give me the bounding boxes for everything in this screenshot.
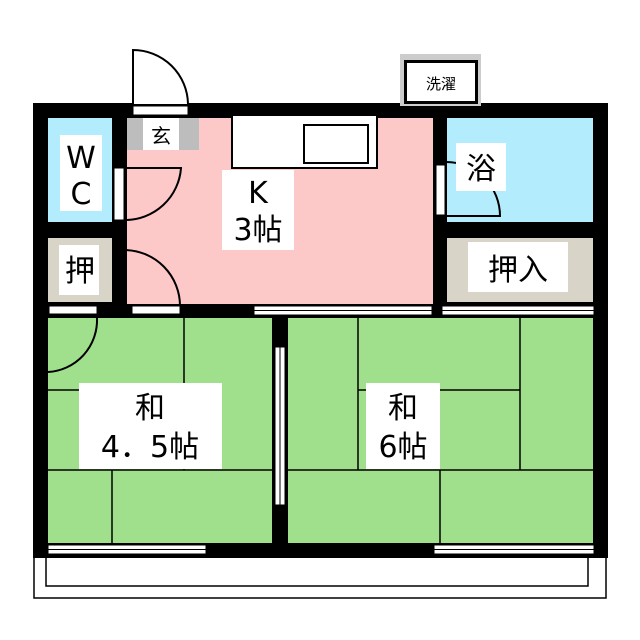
washitsu-right-size: 6帖 bbox=[378, 430, 427, 465]
washer-label: 洗濯 bbox=[426, 75, 456, 93]
closet-right-label: 押入 bbox=[488, 253, 548, 288]
entrance-label: 玄 bbox=[151, 124, 171, 148]
windows bbox=[47, 105, 595, 555]
entrance-door[interactable] bbox=[132, 48, 189, 105]
closet-left-label: 押 bbox=[65, 254, 95, 289]
kitchen-counter bbox=[231, 114, 378, 169]
balcony bbox=[33, 555, 607, 599]
kitchen-label-k: K bbox=[248, 176, 269, 211]
washer-space bbox=[400, 54, 481, 106]
wc-label-c: C bbox=[71, 177, 92, 212]
bath-label: 浴 bbox=[466, 152, 496, 187]
washitsu-left-size: 4．5帖 bbox=[101, 430, 199, 465]
washitsu-right-label: 和 bbox=[388, 391, 418, 426]
kitchen-label-size: 3帖 bbox=[233, 213, 282, 248]
wc-label-w: W bbox=[66, 141, 96, 176]
washitsu-left-label: 和 bbox=[135, 391, 165, 426]
